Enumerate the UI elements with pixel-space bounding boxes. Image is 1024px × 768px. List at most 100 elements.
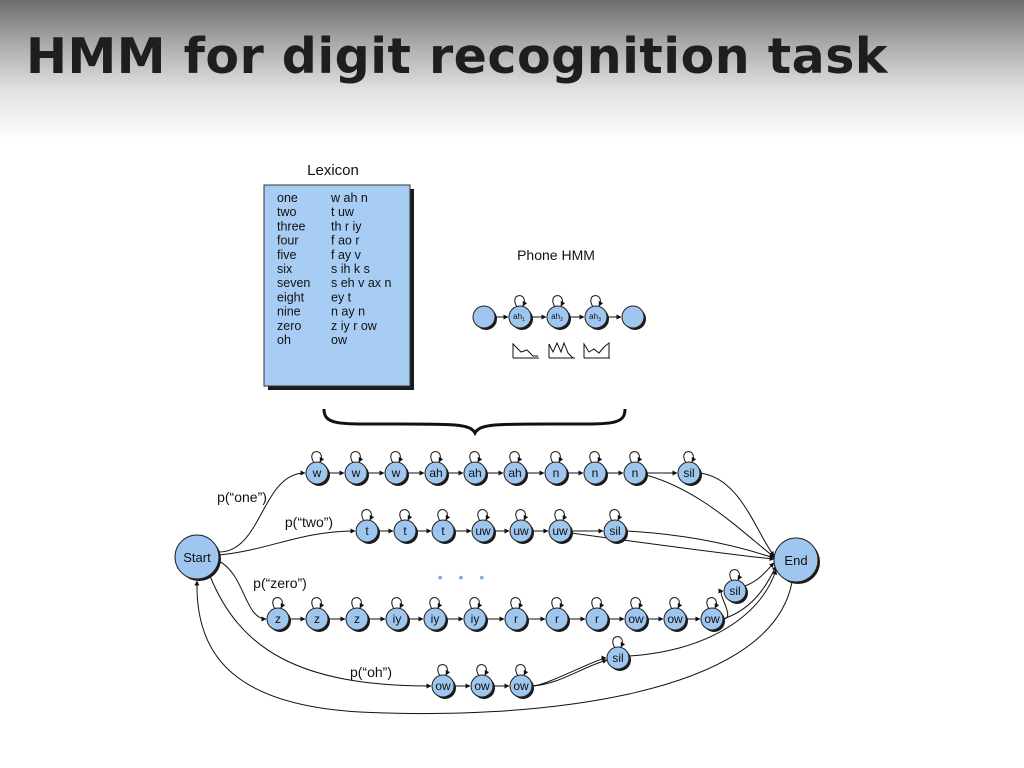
phone-node xyxy=(504,607,528,631)
silence-self-loop xyxy=(612,636,626,649)
phone-node-label: uw xyxy=(552,524,568,538)
word-exit-arrow xyxy=(628,569,778,657)
lexicon-word: five xyxy=(277,248,297,262)
oh-to-sil-arrow xyxy=(531,658,608,687)
phone-self-loop xyxy=(469,597,483,610)
title-banner xyxy=(0,0,1024,140)
phone-self-loop xyxy=(390,451,404,464)
silence-transition-arrow xyxy=(531,655,607,687)
phone-node-label: n xyxy=(592,466,599,480)
silence-node-label: sil xyxy=(683,466,694,480)
word-probability-label: p(“zero”) xyxy=(253,575,307,591)
phone-self-loop xyxy=(437,509,451,522)
silence-node xyxy=(603,519,627,543)
phone-state-base: ah xyxy=(551,312,560,321)
phone-node xyxy=(700,607,724,631)
phone-self-loop xyxy=(429,597,443,610)
lexicon-phones: ow xyxy=(331,333,348,347)
phone-node xyxy=(266,607,290,631)
phone-self-loop xyxy=(706,597,720,610)
phone-node-label: uw xyxy=(475,524,491,538)
phone-self-loop xyxy=(669,597,683,610)
phone-node-label: ow xyxy=(474,679,490,693)
word-exit-arrow xyxy=(625,530,775,559)
phone-node xyxy=(393,519,417,543)
phone-node xyxy=(503,461,527,485)
phone-hmm-heading: Phone HMM xyxy=(517,247,595,263)
phone-self-loop xyxy=(469,451,483,464)
phone-node-label: w xyxy=(312,466,322,480)
lexicon-phones: z iy r ow xyxy=(331,319,378,333)
phone-node-label: ah xyxy=(429,466,442,480)
end-node xyxy=(773,537,819,583)
end-to-start-loop xyxy=(194,580,793,715)
silence-node-label: sil xyxy=(609,524,620,538)
lexicon-word: one xyxy=(277,191,298,205)
phone-self-loop xyxy=(510,597,524,610)
skip-silence-arrow xyxy=(645,474,775,558)
phone-terminal-node xyxy=(472,305,496,329)
phone-self-loop xyxy=(437,664,451,677)
phone-node xyxy=(663,607,687,631)
silence-node xyxy=(606,646,630,670)
lexicon-word: nine xyxy=(277,305,301,319)
phone-node xyxy=(431,674,455,698)
phone-terminal-node xyxy=(621,305,645,329)
phone-self-loop xyxy=(629,451,643,464)
skip-silence-arrow xyxy=(722,565,777,620)
phone-self-loop xyxy=(477,509,491,522)
lexicon-word: three xyxy=(277,219,306,233)
lexicon-phones: f ao r xyxy=(331,234,360,248)
curly-brace xyxy=(322,408,627,437)
word-probability-label: p(“one”) xyxy=(217,489,267,505)
phone-state-node xyxy=(546,305,570,329)
phone-self-loop xyxy=(311,451,325,464)
phone-node-label: n xyxy=(632,466,639,480)
word-exit-arrow xyxy=(744,562,775,587)
phone-self-loop xyxy=(590,295,604,308)
lexicon-word: oh xyxy=(277,333,291,347)
emission-sketch xyxy=(548,341,574,359)
phone-node xyxy=(471,519,495,543)
silence-node-label: sil xyxy=(729,584,740,598)
lexicon-box xyxy=(263,184,411,387)
phone-node-label: ah xyxy=(508,466,521,480)
lexicon-phones: w ah n xyxy=(330,191,368,205)
phone-state-label: ah3 xyxy=(589,312,601,323)
slide-title: HMM for digit recognition task xyxy=(26,28,888,85)
skip-silence-arrow xyxy=(570,532,775,562)
phone-state-sub: 1 xyxy=(522,317,525,323)
phone-node-label: iy xyxy=(431,612,440,626)
phone-node xyxy=(545,607,569,631)
phone-self-loop xyxy=(311,597,325,610)
lexicon-phones: t uw xyxy=(331,205,355,219)
phone-node-label: r xyxy=(514,612,518,626)
phone-self-loop xyxy=(591,597,605,610)
end-node-label: End xyxy=(784,553,807,568)
phone-node xyxy=(423,607,447,631)
ellipsis-dots: • • • xyxy=(438,569,490,585)
word-probability-label: p(“two”) xyxy=(285,514,333,530)
phone-node-label: z xyxy=(314,612,320,626)
silence-self-loop xyxy=(729,569,743,582)
phone-node xyxy=(385,607,409,631)
phone-state-label: ah1 xyxy=(513,312,525,323)
phone-self-loop xyxy=(350,451,364,464)
word-entry-arrow xyxy=(209,575,432,689)
phone-node-label: r xyxy=(595,612,599,626)
phone-node xyxy=(431,519,455,543)
phone-self-loop xyxy=(476,664,490,677)
phone-node-label: iy xyxy=(393,612,402,626)
phone-node-label: t xyxy=(403,524,407,538)
lexicon-heading: Lexicon xyxy=(307,162,359,179)
phone-node-label: t xyxy=(441,524,445,538)
lexicon-word: eight xyxy=(277,290,305,304)
phone-node xyxy=(355,519,379,543)
word-entry-arrow xyxy=(218,560,267,622)
phone-node-label: z xyxy=(354,612,360,626)
lexicon-word: four xyxy=(277,234,299,248)
phone-self-loop xyxy=(589,451,603,464)
word-entry-arrow xyxy=(218,470,306,553)
phone-node-label: ah xyxy=(468,466,481,480)
